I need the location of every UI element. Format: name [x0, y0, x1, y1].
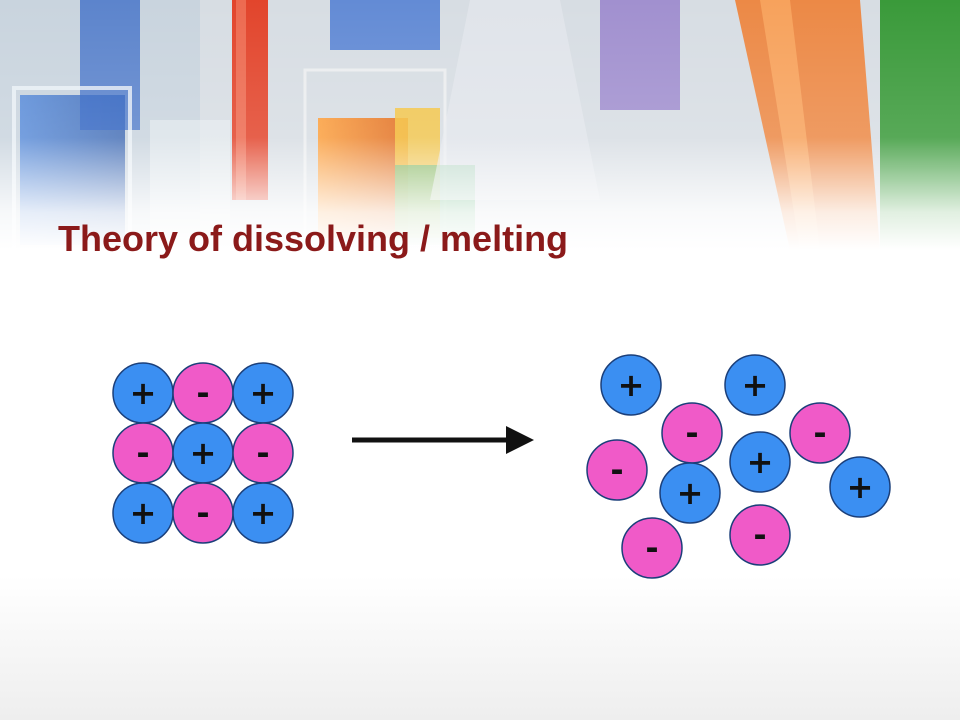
charge-label: - — [196, 494, 209, 532]
lattice-anion: - — [172, 362, 234, 424]
dissolved-cation: + — [729, 431, 791, 493]
charge-label: + — [618, 366, 645, 404]
lattice-cation: + — [232, 362, 294, 424]
dissolved-anion: - — [586, 439, 648, 501]
charge-label: + — [677, 474, 704, 512]
solid-lattice: + - + - + - + - + — [112, 362, 294, 544]
charge-label: - — [610, 451, 623, 489]
dissolved-cation: + — [659, 462, 721, 524]
cation-circle — [232, 482, 294, 544]
anion-circle — [729, 504, 791, 566]
reaction-arrow — [352, 426, 534, 454]
dissolved-ions: ++---+++-- — [586, 354, 891, 579]
charge-label: + — [250, 494, 277, 532]
lattice-cation: + — [112, 362, 174, 424]
dissolved-cation: + — [724, 354, 786, 416]
charge-label: + — [250, 374, 277, 412]
charge-label: - — [136, 434, 149, 472]
charge-label: - — [196, 374, 209, 412]
charge-label: + — [130, 494, 157, 532]
charge-label: + — [747, 443, 774, 481]
charge-label: - — [753, 516, 766, 554]
charge-label: + — [190, 434, 217, 472]
lattice-cation: + — [172, 422, 234, 484]
dissolved-anion: - — [789, 402, 851, 464]
dissolved-cation: + — [600, 354, 662, 416]
lattice-cation: + — [112, 482, 174, 544]
lattice-anion: - — [112, 422, 174, 484]
charge-label: - — [645, 529, 658, 567]
cation-circle — [659, 462, 721, 524]
dissolved-anion: - — [729, 504, 791, 566]
arrow-head — [506, 426, 534, 454]
charge-label: - — [813, 414, 826, 452]
cation-circle — [729, 431, 791, 493]
cation-circle — [724, 354, 786, 416]
slide-title: Theory of dissolving / melting — [58, 218, 569, 259]
charge-label: + — [847, 468, 874, 506]
dissolved-anion: - — [621, 517, 683, 579]
dissolved-cation: + — [829, 456, 891, 518]
charge-label: + — [742, 366, 769, 404]
charge-label: - — [256, 434, 269, 472]
anion-circle — [789, 402, 851, 464]
lab-glassware-banner — [0, 0, 960, 250]
cation-circle — [600, 354, 662, 416]
lattice-cation: + — [232, 482, 294, 544]
anion-circle — [621, 517, 683, 579]
cation-circle — [829, 456, 891, 518]
lattice-anion: - — [172, 482, 234, 544]
dissolved-anion: - — [661, 402, 723, 464]
charge-label: - — [685, 414, 698, 452]
anion-circle — [586, 439, 648, 501]
lattice-anion: - — [232, 422, 294, 484]
charge-label: + — [130, 374, 157, 412]
